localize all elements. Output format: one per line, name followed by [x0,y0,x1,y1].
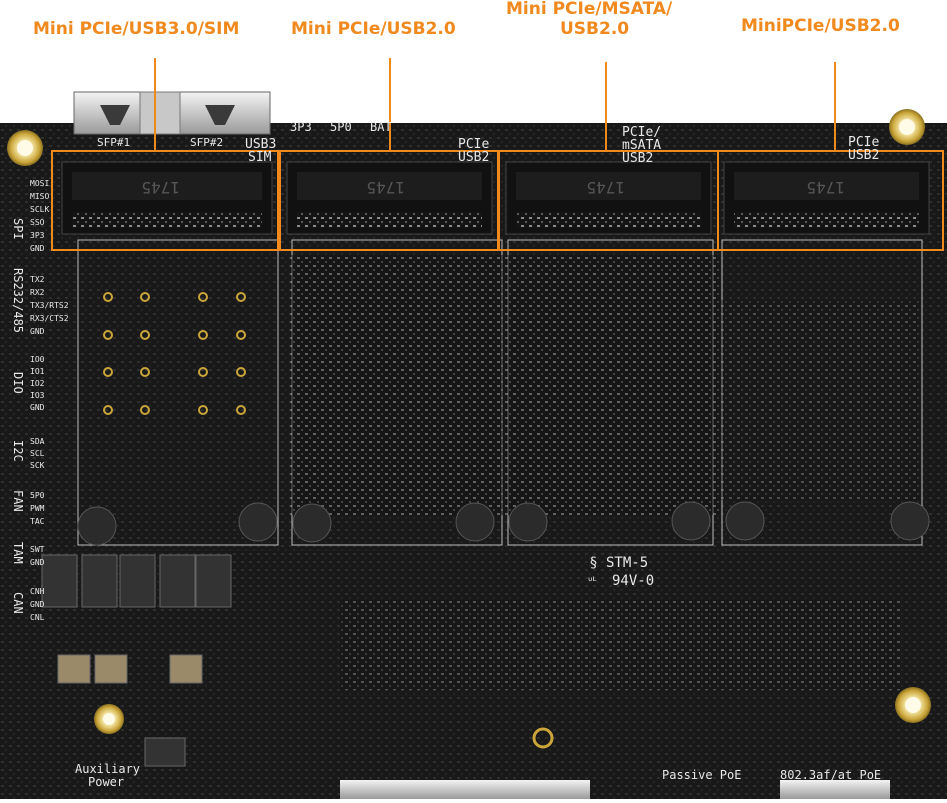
pin-sclk: SCLK [30,205,49,214]
pin-gnd-rs: GND [30,327,45,336]
slot2-code: 1745 [366,178,405,197]
pin-gnd-can: GND [30,600,45,609]
sfp-cages [73,91,271,135]
pcie-usb2-b-line1: PCIe [848,135,879,150]
pcie-msata-line3: USB2 [622,151,653,166]
aux-power-line1: Auxiliary [75,762,140,776]
power-components [41,554,232,767]
pcie-usb2-a-line2: USB2 [458,150,489,165]
gold-vias [103,292,246,415]
pin-gnd-tam: GND [30,558,45,567]
group-can: CAN [11,592,25,614]
group-dio: DIO [11,372,25,394]
sfp2-label: SFP#2 [190,136,223,149]
bottom-connectors [340,727,890,799]
slot1-code: 1745 [141,178,180,197]
slot4-code: 1745 [806,178,845,197]
pcie-usb2-b-line2: USB2 [848,148,879,163]
sfp1-label: SFP#1 [97,136,130,149]
callout-slot3-line2: USB2.0 [560,19,630,39]
pin-sso: SSO [30,218,45,227]
passive-poe-label: Passive PoE [662,768,741,782]
callout-slot2: Mini PCIe/USB2.0 [291,19,456,39]
group-rs232: RS232/485 [11,268,25,333]
pcie-msata-line2: mSATA [622,138,661,153]
pin-cnh: CNH [30,587,45,596]
pin-gnd-spi: GND [30,244,45,253]
stm-logo-icon: § [590,555,597,571]
ul-rating: 94V-0 [612,573,654,589]
mounting-holes [7,109,931,734]
minipcie-slots [61,161,930,235]
pin-tx2: TX2 [30,275,45,284]
sim-label: SIM [248,150,272,165]
callout-slot3-line1: Mini PCIe/MSATA/ [506,0,673,19]
p3-label: 3P3 [290,120,312,134]
pin-tac: TAC [30,517,45,526]
group-tam: TAM [11,542,25,564]
pin-io2: IO2 [30,379,45,388]
callout-slot4: MiniPCIe/USB2.0 [741,16,900,36]
callout-slot1: Mini PCIe/USB3.0/SIM [33,19,240,39]
pcie-msata-line1: PCIe/ [622,125,661,140]
pin-5p0: 5P0 [30,491,45,500]
bat-label: BAT [370,120,392,134]
poe-8023-label: 802.3af/at PoE [780,768,881,782]
slot3-code: 1745 [586,178,625,197]
stm-label: STM-5 [606,555,648,571]
pin-mosi: MOSI [30,179,49,188]
components-area-right [720,300,920,500]
pcie-usb2-a-line1: PCIe [458,137,489,152]
ul-logo-icon: ᶸᴸ [588,574,597,588]
pin-3p3: 3P3 [30,231,45,240]
pin-io1: IO1 [30,367,45,376]
pin-rx2: RX2 [30,288,45,297]
components-area [290,255,720,515]
pin-sck: SCK [30,461,45,470]
pin-pwm: PWM [30,504,45,513]
pin-miso: MISO [30,192,49,201]
pin-sda: SDA [30,437,45,446]
pin-cnl: CNL [30,613,45,622]
highlight-boxes [51,58,944,251]
standoffs [77,501,930,546]
pin-swt: SWT [30,545,45,554]
group-spi: SPI [11,218,25,240]
pin-io3: IO3 [30,391,45,400]
components-area-bottom [340,600,900,690]
usb3-label: USB3 [245,137,276,152]
group-fan: FAN [11,490,25,512]
aux-power-line2: Power [88,775,124,789]
pin-rx3: RX3/CTS2 [30,314,69,323]
pin-scl: SCL [30,449,45,458]
pin-io0: IO0 [30,355,45,364]
p5-label: 5P0 [330,120,352,134]
pin-gnd-dio: GND [30,403,45,412]
group-i2c: I2C [11,440,25,462]
pin-tx3: TX3/RTS2 [30,301,69,310]
